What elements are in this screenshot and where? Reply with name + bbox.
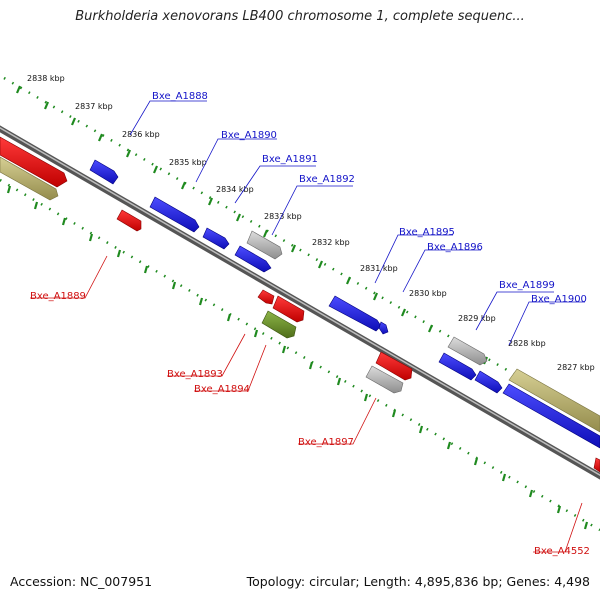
upper-major-ticks <box>15 85 572 412</box>
gene-bxe-a1891b[interactable] <box>234 245 272 273</box>
gene-feature-khaki-right[interactable] <box>508 368 600 433</box>
gene-feature-blue-right[interactable] <box>502 383 600 449</box>
gene-bxe-a1890[interactable] <box>149 196 200 233</box>
tick-label-2838: 2838 kbp <box>27 74 65 83</box>
label-bxe-a1893[interactable]: Bxe_A1893 <box>167 369 223 380</box>
gene-bxe-a1894[interactable] <box>272 295 305 323</box>
chromosome-axis-highlight <box>0 127 600 476</box>
reverse-gene-labels: Bxe_A1889 Bxe_A1893 Bxe_A1894 Bxe_A1897 … <box>30 291 590 557</box>
label-bxe-a1891[interactable]: Bxe_A1891 <box>262 154 318 165</box>
tick-label-2827: 2827 kbp <box>557 363 595 372</box>
lower-major-ticks <box>6 185 589 530</box>
label-bxe-a4552[interactable]: Bxe_A4552 <box>534 546 590 557</box>
gene-bxe-a1900[interactable] <box>474 370 503 394</box>
gene-feature-khaki-left[interactable] <box>0 156 59 201</box>
gene-bxe-a1899[interactable] <box>438 352 477 381</box>
tick-label-2836: 2836 kbp <box>122 130 160 139</box>
scale-tick-labels: 2838 kbp 2837 kbp 2836 kbp 2835 kbp 2834… <box>27 74 595 372</box>
gene-bxe-a4552[interactable] <box>593 457 600 473</box>
tick-label-2832: 2832 kbp <box>312 238 350 247</box>
upper-scale-track <box>3 76 600 426</box>
tick-label-2834: 2834 kbp <box>216 185 254 194</box>
reverse-label-leaders <box>30 255 583 553</box>
label-bxe-a1894[interactable]: Bxe_A1894 <box>194 384 250 395</box>
tick-label-2837: 2837 kbp <box>75 102 113 111</box>
map-title: Burkholderia xenovorans LB400 chromosome… <box>75 9 525 24</box>
gene-bxe-a1891[interactable] <box>202 227 230 250</box>
gene-bxe-a1892-rna[interactable] <box>246 230 283 260</box>
gene-bxe-a1897-rna[interactable] <box>365 365 404 394</box>
tick-label-2828: 2828 kbp <box>508 339 546 348</box>
forward-gene-labels: Bxe_A1888 Bxe_A1890 Bxe_A1891 Bxe_A1892 … <box>152 91 587 305</box>
lower-scale-track <box>0 178 600 532</box>
gene-feature-red-left[interactable] <box>0 136 68 188</box>
tick-label-2829: 2829 kbp <box>458 314 496 323</box>
tick-label-2833: 2833 kbp <box>264 212 302 221</box>
label-bxe-a1890[interactable]: Bxe_A1890 <box>221 130 277 141</box>
tick-label-2831: 2831 kbp <box>360 264 398 273</box>
tick-label-2835: 2835 kbp <box>169 158 207 167</box>
label-bxe-a1895[interactable]: Bxe_A1895 <box>399 227 455 238</box>
topology-summary: Topology: circular; Length: 4,895,836 bp… <box>246 574 590 589</box>
label-bxe-a1899[interactable]: Bxe_A1899 <box>499 280 555 291</box>
chromosome-axis <box>0 125 600 480</box>
accession-label: Accession: NC_007951 <box>10 574 153 589</box>
label-bxe-a1897[interactable]: Bxe_A1897 <box>298 437 354 448</box>
tick-label-2830: 2830 kbp <box>409 289 447 298</box>
gene-bxe-a1896[interactable] <box>378 321 389 335</box>
label-bxe-a1892[interactable]: Bxe_A1892 <box>299 174 355 185</box>
gene-bxe-a1889[interactable] <box>116 209 142 232</box>
gene-bxe-a1888[interactable] <box>89 159 119 185</box>
gene-bxe-a1897[interactable] <box>375 351 413 381</box>
label-bxe-a1900[interactable]: Bxe_A1900 <box>531 294 587 305</box>
gene-bxe-a1895[interactable] <box>328 295 382 332</box>
gene-bxe-a1894-olive[interactable] <box>261 310 297 339</box>
forward-label-leaders <box>129 100 585 346</box>
gene-bxe-a1893[interactable] <box>257 289 275 305</box>
label-bxe-a1896[interactable]: Bxe_A1896 <box>427 242 483 253</box>
gene-bxe-a1899-rna[interactable] <box>447 336 488 366</box>
label-bxe-a1888[interactable]: Bxe_A1888 <box>152 91 208 102</box>
label-bxe-a1889[interactable]: Bxe_A1889 <box>30 291 86 302</box>
